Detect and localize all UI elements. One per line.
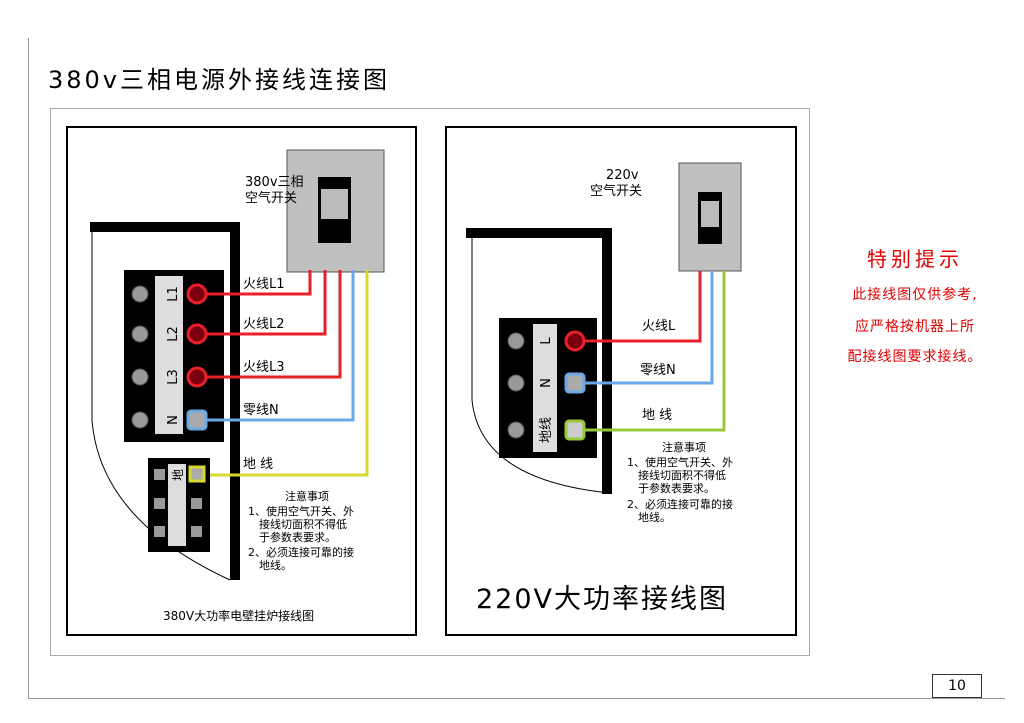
tip-title: 特别提示	[867, 247, 963, 271]
right-breaker-label-2: 空气开关	[590, 183, 642, 199]
right-note-line: 接线切面积不得低	[638, 468, 726, 482]
screw-icon	[131, 411, 149, 429]
screw-icon	[154, 526, 165, 537]
left-wire-n	[204, 270, 355, 422]
right-wire-l	[582, 271, 702, 343]
terminal-label-l3: L3	[166, 369, 181, 385]
terminal-icon	[564, 419, 586, 441]
screw-icon	[131, 325, 149, 343]
terminal-icon	[186, 323, 208, 345]
left-boiler-curve	[91, 222, 231, 581]
terminal-label-n: N	[539, 378, 554, 388]
screw-icon	[507, 421, 525, 439]
left-wire-l3	[204, 270, 342, 379]
terminal-label-l1: L1	[166, 286, 181, 302]
left-wires	[198, 270, 369, 477]
right-breaker-label-1: 220v	[606, 168, 639, 183]
left-boiler-side	[230, 222, 240, 580]
terminal-icon	[186, 409, 208, 431]
right-wire-ground	[582, 271, 726, 432]
left-wire-l1	[204, 270, 312, 296]
right-boiler-curve	[471, 230, 611, 494]
right-wire-label-n: 零线N	[640, 363, 676, 378]
screw-icon	[507, 332, 525, 350]
left-terminal-strip	[155, 276, 183, 434]
left-wire-ground	[198, 270, 369, 477]
left-live-terminals	[186, 283, 208, 431]
screw-icon	[154, 498, 165, 509]
left-caption: 380V大功率电壁挂炉接线图	[163, 608, 314, 623]
left-diagram: 380v三相 空气开关 L1 L2 L3 N	[66, 126, 417, 636]
left-wire-label-ground: 地 线	[243, 457, 273, 472]
screw-icon	[191, 526, 202, 537]
screw-icon	[131, 285, 149, 303]
left-note-line: 2、必须连接可靠的接	[248, 545, 354, 559]
left-breaker-label-2: 空气开关	[245, 190, 297, 206]
left-breaker-label-1: 380v三相	[245, 175, 304, 190]
right-caption: 220V大功率接线图	[476, 584, 728, 615]
terminal-icon	[186, 366, 208, 388]
left-notes: 注意事项 1、使用空气开关、外 接线切面积不得低 于参数表要求。 2、必须连接可…	[248, 489, 354, 572]
right-notes: 注意事项 1、使用空气开关、外 接线切面积不得低 于参数表要求。 2、必须连接可…	[627, 440, 733, 524]
right-terminals	[564, 330, 586, 441]
left-wire-l2	[204, 270, 327, 336]
left-breaker-lever	[321, 189, 348, 219]
left-wire-label-l3: 火线L3	[243, 360, 285, 375]
right-terminal-strip	[533, 324, 557, 452]
left-note-line: 于参数表要求。	[259, 530, 336, 544]
screw-icon	[507, 374, 525, 392]
terminal-icon	[188, 465, 206, 483]
right-diagram: 220v 空气开关 L N 地线 火线L 零线N 地 线	[445, 126, 797, 636]
right-breaker-lever	[701, 201, 719, 227]
right-wire-label-l: 火线L	[642, 319, 676, 334]
right-wire-label-ground: 地 线	[642, 408, 672, 423]
right-wires	[582, 271, 726, 432]
page-title: 380v三相电源外接线连接图	[48, 66, 391, 94]
terminal-label-ground: 地线	[539, 417, 554, 443]
left-ground-label: 地	[171, 469, 185, 481]
left-note-line: 1、使用空气开关、外	[248, 504, 354, 518]
left-boiler-top	[90, 222, 240, 232]
right-panel-frame	[445, 126, 797, 636]
left-note-line: 接线切面积不得低	[259, 517, 347, 531]
tip-line: 此接线图仅供参考,	[852, 287, 978, 303]
screw-icon	[154, 469, 165, 480]
right-notes-title: 注意事项	[662, 440, 706, 454]
terminal-label-l: L	[539, 337, 554, 345]
left-wire-label-l2: 火线L2	[243, 317, 285, 332]
left-note-line: 地线。	[259, 558, 292, 572]
page-frame	[28, 38, 1005, 699]
left-notes-title: 注意事项	[285, 489, 329, 503]
left-wire-label-n: 零线N	[243, 403, 279, 418]
terminal-icon	[564, 330, 586, 352]
terminal-icon	[186, 283, 208, 305]
left-ground-screws	[154, 465, 206, 537]
right-note-line: 于参数表要求。	[638, 481, 715, 495]
left-wire-label-l1: 火线L1	[243, 277, 285, 292]
right-wire-n	[582, 271, 714, 385]
right-boiler-side	[602, 228, 612, 494]
screw-icon	[131, 368, 149, 386]
terminal-label-l2: L2	[166, 326, 181, 342]
left-ground-strip	[168, 464, 186, 546]
right-screw-icons	[507, 332, 525, 439]
tip-line: 应严格按机器上所	[855, 319, 975, 335]
content-box	[50, 108, 810, 656]
page-number: 10	[932, 674, 982, 698]
right-boiler-top	[466, 228, 612, 238]
right-note-line: 2、必须连接可靠的接	[627, 497, 733, 511]
right-note-line: 1、使用空气开关、外	[627, 455, 733, 469]
terminal-icon	[564, 372, 586, 394]
screw-icon	[191, 498, 202, 509]
terminal-label-n: N	[166, 415, 181, 425]
right-note-line: 地线。	[638, 510, 671, 524]
left-screw-icons	[131, 285, 149, 429]
tip-line: 配接线图要求接线。	[847, 349, 983, 365]
